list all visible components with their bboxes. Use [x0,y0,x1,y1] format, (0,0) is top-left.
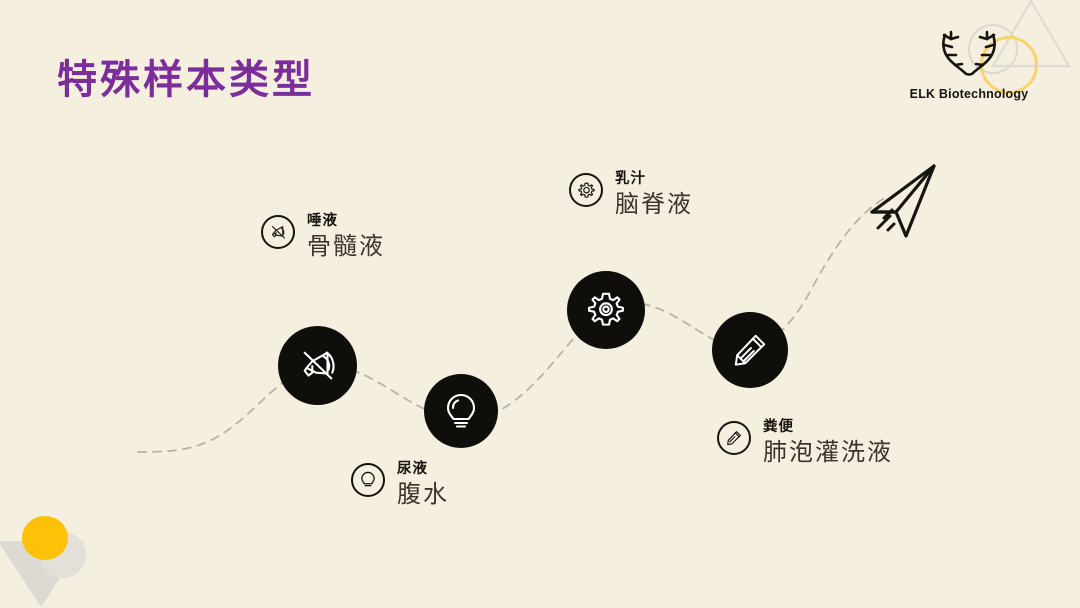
megaphone-badge-icon [261,215,295,249]
gear-icon [588,292,624,326]
item-bottom-label: 脑脊液 [615,192,693,219]
label-text-block: 粪便 肺泡灌洗液 [763,418,893,470]
item-top-label: 尿液 [397,461,428,477]
logo-text: ELK Biotechnology [909,87,1029,101]
item-top-label: 粪便 [763,419,794,435]
journey-node-lightbulb[interactable] [424,374,498,448]
gear-badge-icon [569,173,603,207]
lightbulb-badge-icon [351,463,385,497]
megaphone-icon [303,351,335,379]
journey-node-pencil[interactable] [712,312,788,388]
label-text-block: 乳汁 脑脊液 [615,170,693,222]
item-bottom-label: 骨髓液 [307,234,385,261]
paper-plane-icon [870,164,936,238]
pencil-icon [734,334,766,366]
item-bottom-label: 腹水 [397,482,449,509]
label-group-feces: 粪便 肺泡灌洗液 [717,418,893,470]
item-top-label: 乳汁 [615,171,646,187]
label-group-saliva: 唾液 骨髓液 [261,212,385,264]
label-group-breast-milk: 乳汁 脑脊液 [569,170,693,222]
item-top-label: 唾液 [307,213,338,229]
journey-node-gear[interactable] [567,271,645,349]
journey-node-megaphone[interactable] [278,326,357,405]
item-bottom-label: 肺泡灌洗液 [763,440,893,467]
pencil-badge-icon [717,421,751,455]
label-group-urine: 尿液 腹水 [351,460,449,512]
label-text-block: 尿液 腹水 [397,460,449,512]
antler-dna-icon [942,30,996,76]
page-title: 特殊样本类型 [57,57,315,102]
brand-logo: ELK Biotechnology [904,26,1034,101]
label-text-block: 唾液 骨髓液 [307,212,385,264]
lightbulb-icon [446,393,476,428]
